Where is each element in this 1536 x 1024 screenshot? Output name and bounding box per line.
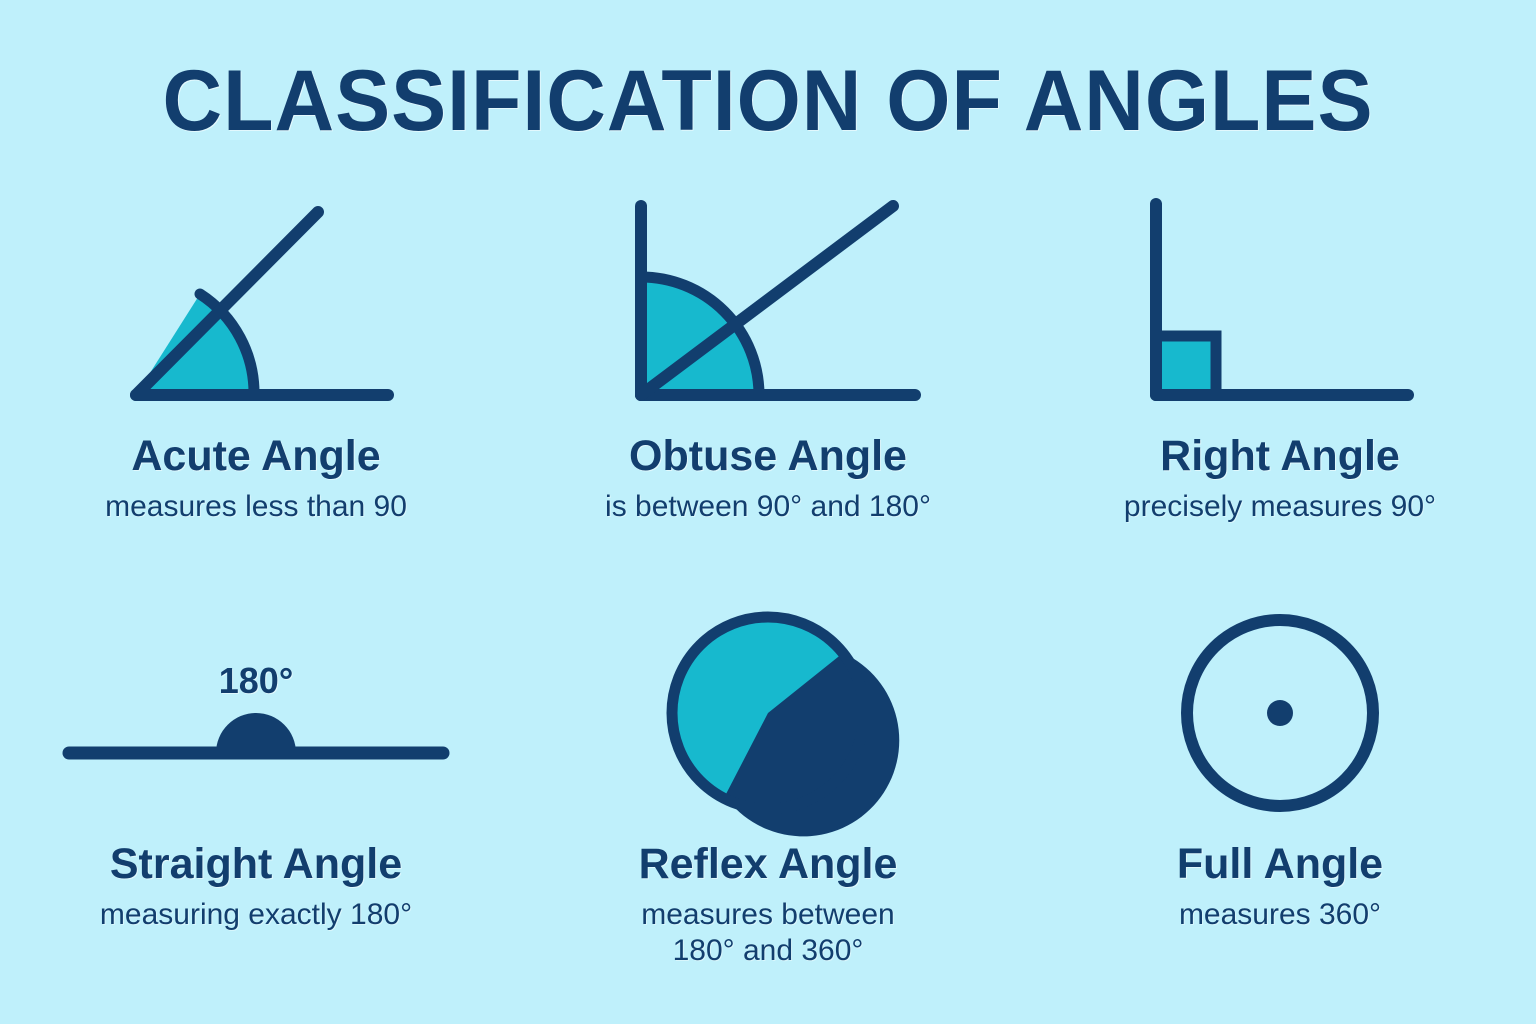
angle-card-acute: Acute Angle measures less than 90 xyxy=(0,180,512,525)
straight-angle-degree-badge: 180° xyxy=(219,660,293,701)
right-angle-square-marker xyxy=(1156,330,1222,395)
angle-label-full: Full Angle xyxy=(1176,840,1384,888)
caption-line: measures between xyxy=(641,898,895,932)
angle-label-obtuse: Obtuse Angle xyxy=(629,432,907,480)
angle-card-straight: 180° Straight Angle measuring exactly 18… xyxy=(0,588,512,933)
full-circle-center-dot xyxy=(1267,700,1293,726)
angle-card-full: Full Angle measures 360° xyxy=(1024,588,1536,933)
angle-caption-straight: measuring exactly 180° xyxy=(0,897,512,932)
angle-caption-reflex: measures between 180° and 360° xyxy=(512,897,1024,968)
angle-caption-acute: measures less than 90 xyxy=(0,489,512,524)
full-circle-outline xyxy=(1181,614,1379,812)
angle-label-right: Right Angle xyxy=(1160,432,1400,480)
angle-card-reflex: Reflex Angle measures between 180° and 3… xyxy=(512,588,1024,968)
reflex-sector-fill xyxy=(725,653,900,837)
angle-label-acute: Acute Angle xyxy=(131,432,381,480)
angle-label-straight: Straight Angle xyxy=(109,840,403,888)
obtuse-arc xyxy=(635,271,765,401)
reflex-circle-outline xyxy=(666,611,870,815)
obtuse-angle-diagram xyxy=(512,180,1024,430)
caption-line: precisely measures 90° xyxy=(1123,490,1437,524)
acute-arc xyxy=(194,288,260,401)
straight-angle-semicircle xyxy=(216,713,296,753)
caption-line: measures 360° xyxy=(1178,898,1382,932)
obtuse-diagonal-ray xyxy=(635,200,899,401)
straight-angle-diagram: 180° xyxy=(0,588,512,838)
page-title: CLASSIFICATION OF ANGLES xyxy=(162,53,1374,149)
angles-grid: Acute Angle measures less than 90 Obtuse… xyxy=(0,180,1536,1010)
angle-caption-right: precisely measures 90° xyxy=(1024,489,1536,524)
caption-line: measures less than 90 xyxy=(105,490,407,524)
angle-label-reflex: Reflex Angle xyxy=(638,840,898,888)
acute-diagonal-ray xyxy=(130,206,324,401)
right-angle-square-fill xyxy=(1156,336,1216,395)
reflex-angle-diagram xyxy=(512,588,1024,838)
angle-caption-obtuse: is between 90° and 180° xyxy=(512,489,1024,524)
angle-caption-full: measures 360° xyxy=(1024,897,1536,932)
angle-card-obtuse: Obtuse Angle is between 90° and 180° xyxy=(512,180,1024,525)
angle-card-right: Right Angle precisely measures 90° xyxy=(1024,180,1536,525)
caption-line: measuring exactly 180° xyxy=(99,898,413,932)
right-angle-diagram xyxy=(1024,180,1536,430)
acute-angle-diagram xyxy=(0,180,512,430)
caption-line: 180° and 360° xyxy=(672,933,864,967)
caption-line: is between 90° and 180° xyxy=(605,490,931,524)
full-angle-diagram xyxy=(1024,588,1536,838)
